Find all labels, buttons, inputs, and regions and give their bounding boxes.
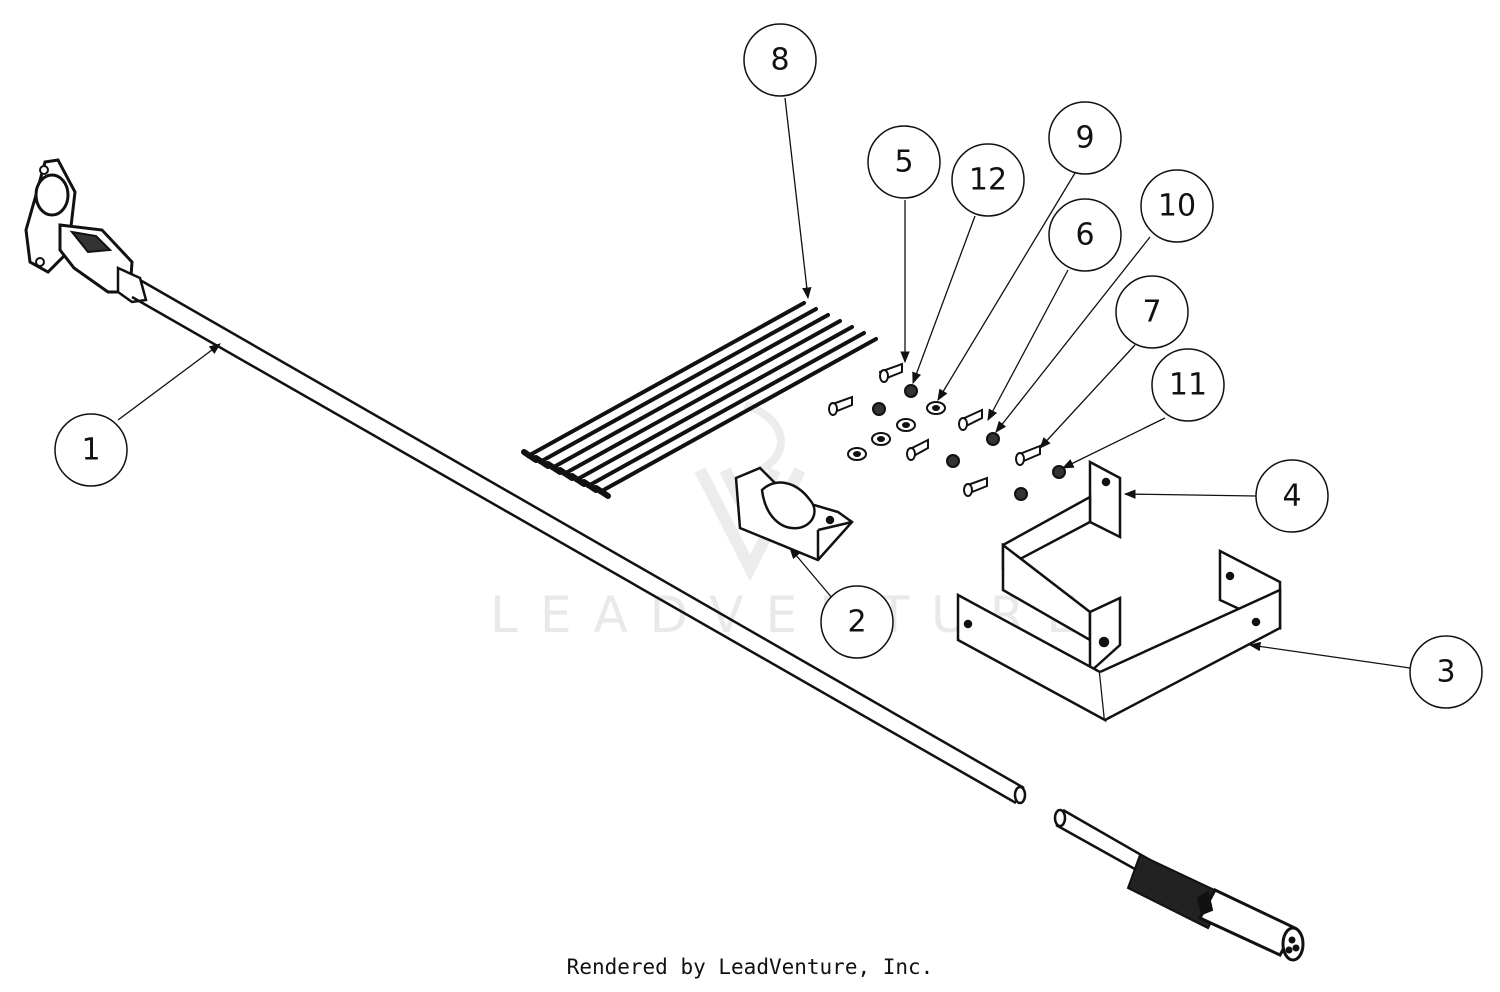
callout-9[interactable]: 9 [1048, 101, 1122, 175]
callout-1[interactable]: 1 [54, 413, 128, 487]
svg-text:2: 2 [847, 605, 866, 640]
svg-text:8: 8 [770, 43, 789, 78]
callout-2[interactable]: 2 [820, 585, 894, 659]
footer-credit: Rendered by LeadVenture, Inc. [566, 955, 934, 979]
part-2-socket-bracket [734, 466, 854, 562]
svg-text:1: 1 [81, 433, 100, 468]
callout-5[interactable]: 5 [867, 125, 941, 199]
svg-text:11: 11 [1169, 368, 1207, 403]
callout-11[interactable]: 11 [1151, 348, 1225, 422]
callout-12[interactable]: 12 [951, 143, 1025, 217]
part-3-base-bracket [956, 548, 1282, 723]
callout-4[interactable]: 4 [1255, 459, 1329, 533]
leader-lines [117, 97, 1411, 669]
callout-8[interactable]: 8 [743, 23, 817, 97]
svg-text:7: 7 [1142, 295, 1161, 330]
callouts: 1 2 3 4 5 6 7 8 [54, 23, 1483, 709]
svg-text:12: 12 [969, 163, 1007, 198]
hardware-fasteners [828, 362, 1066, 501]
part-8-cable-ties [521, 301, 878, 499]
callout-10[interactable]: 10 [1140, 169, 1214, 243]
svg-text:6: 6 [1075, 218, 1094, 253]
callout-3[interactable]: 3 [1409, 635, 1483, 709]
part-4-u-bracket [1001, 459, 1122, 675]
svg-text:9: 9 [1075, 121, 1094, 156]
svg-text:3: 3 [1436, 655, 1455, 690]
callout-7[interactable]: 7 [1115, 275, 1189, 349]
part-1-wiring-harness [24, 158, 1305, 962]
svg-text:10: 10 [1158, 189, 1196, 224]
svg-text:4: 4 [1282, 479, 1301, 514]
svg-text:5: 5 [894, 145, 913, 180]
callout-6[interactable]: 6 [1048, 198, 1122, 272]
